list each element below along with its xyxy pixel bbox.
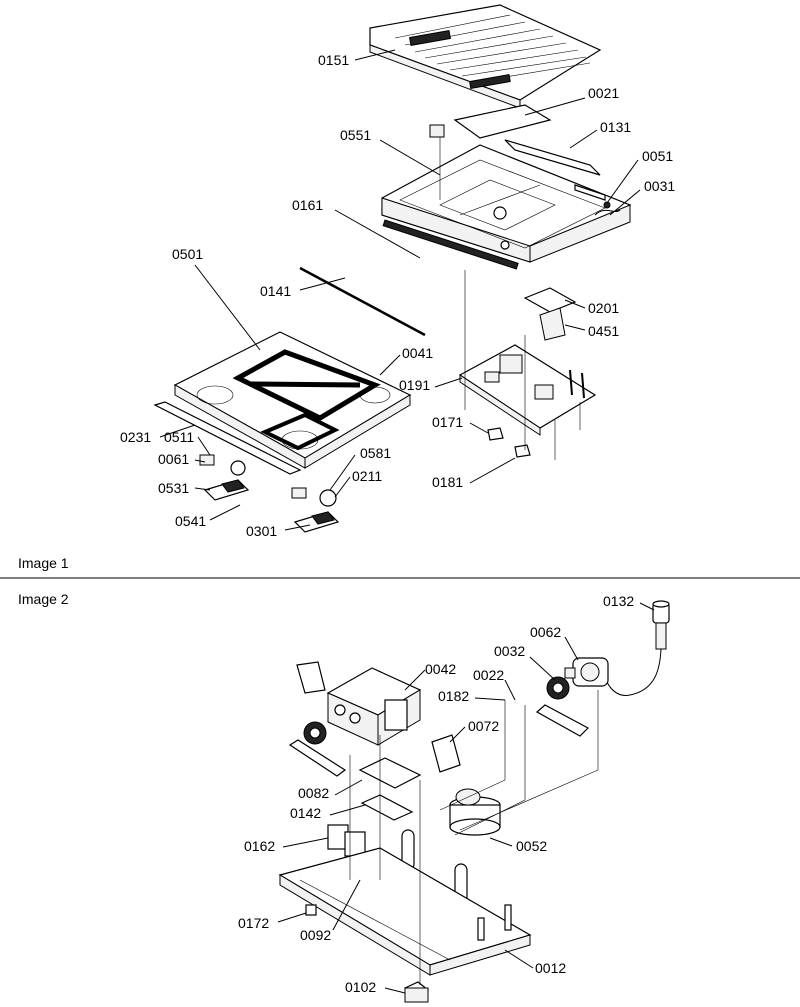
label-0162: 0162 — [244, 838, 275, 854]
label-0092: 0092 — [300, 927, 331, 943]
image-2-panel: Image 2 — [18, 591, 670, 1003]
side-rail — [504, 139, 601, 176]
clip-0172 — [305, 904, 317, 916]
label-0022: 0022 — [473, 667, 504, 683]
plate-panel — [453, 104, 552, 139]
rail-left — [288, 739, 347, 777]
label-0451: 0451 — [588, 323, 619, 339]
corner-bracket — [296, 661, 326, 694]
main-housing — [381, 144, 632, 270]
guide-lines-image-2 — [349, 690, 599, 985]
rail-right — [535, 704, 589, 737]
label-0062: 0062 — [530, 624, 561, 640]
label-0501: 0501 — [172, 246, 203, 262]
image-1-panel: 0151 0021 0131 0551 0051 0031 0161 0501 … — [18, 4, 675, 571]
relays-0162 — [327, 824, 366, 857]
motor-0062 — [564, 657, 609, 687]
label-0151: 0151 — [318, 52, 349, 68]
wire-part — [594, 209, 621, 216]
label-0072: 0072 — [468, 718, 499, 734]
image-1-caption: Image 1 — [18, 555, 69, 571]
leader-lines-image-2 — [277, 602, 655, 994]
label-0132: 0132 — [603, 593, 634, 609]
pump-0052 — [449, 788, 501, 836]
label-0531: 0531 — [158, 480, 189, 496]
label-0082: 0082 — [298, 785, 329, 801]
transformer-0042 — [326, 667, 422, 746]
label-0541: 0541 — [175, 513, 206, 529]
foot-part — [487, 427, 504, 441]
label-0131: 0131 — [600, 119, 631, 135]
left-rail — [153, 401, 302, 475]
lamp-assembly-right — [291, 487, 340, 533]
label-0511: 0511 — [164, 429, 194, 445]
label-0041: 0041 — [402, 345, 433, 361]
control-board — [458, 344, 597, 436]
rod-part — [299, 266, 426, 337]
connector-0102 — [403, 981, 430, 1003]
label-0171: 0171 — [432, 414, 463, 430]
label-0102: 0102 — [345, 979, 376, 995]
label-0161: 0161 — [292, 197, 323, 213]
top-cover-grille — [369, 4, 602, 109]
base-plate-0012 — [278, 847, 532, 976]
bracket-0142 — [360, 794, 414, 821]
label-0231: 0231 — [120, 429, 151, 445]
label-0042: 0042 — [425, 661, 456, 677]
label-0052: 0052 — [516, 838, 547, 854]
small-bracket — [429, 124, 445, 138]
bracket-0201 — [523, 287, 577, 313]
base-plate — [173, 331, 412, 469]
label-0012: 0012 — [535, 960, 566, 976]
sensor-probe — [604, 600, 670, 696]
label-0301: 0301 — [246, 523, 277, 539]
screw-part — [603, 201, 611, 209]
foot-part-2 — [514, 444, 531, 458]
gear-0032 — [546, 676, 570, 700]
label-0021: 0021 — [588, 85, 619, 101]
label-0061: 0061 — [158, 451, 189, 467]
label-0551: 0551 — [340, 127, 371, 143]
block-0072 — [431, 734, 461, 773]
bracket-0451 — [539, 307, 566, 341]
lamp-assembly-left — [199, 454, 250, 501]
label-0141: 0141 — [260, 283, 291, 299]
label-0201: 0201 — [588, 300, 619, 316]
label-0032: 0032 — [494, 643, 525, 659]
gear-left — [303, 721, 327, 745]
label-0182: 0182 — [438, 688, 469, 704]
label-0051: 0051 — [642, 148, 673, 164]
label-0181: 0181 — [432, 474, 463, 490]
leader-lines-image-1 — [159, 49, 641, 531]
label-0142: 0142 — [290, 805, 321, 821]
label-0211: 0211 — [352, 468, 382, 484]
guide-lines — [439, 137, 581, 460]
label-0031: 0031 — [644, 178, 675, 194]
label-0191: 0191 — [399, 377, 430, 393]
label-0581: 0581 — [360, 445, 391, 461]
plate-0082 — [358, 757, 422, 789]
label-0172: 0172 — [238, 915, 269, 931]
image-2-caption: Image 2 — [18, 591, 69, 607]
